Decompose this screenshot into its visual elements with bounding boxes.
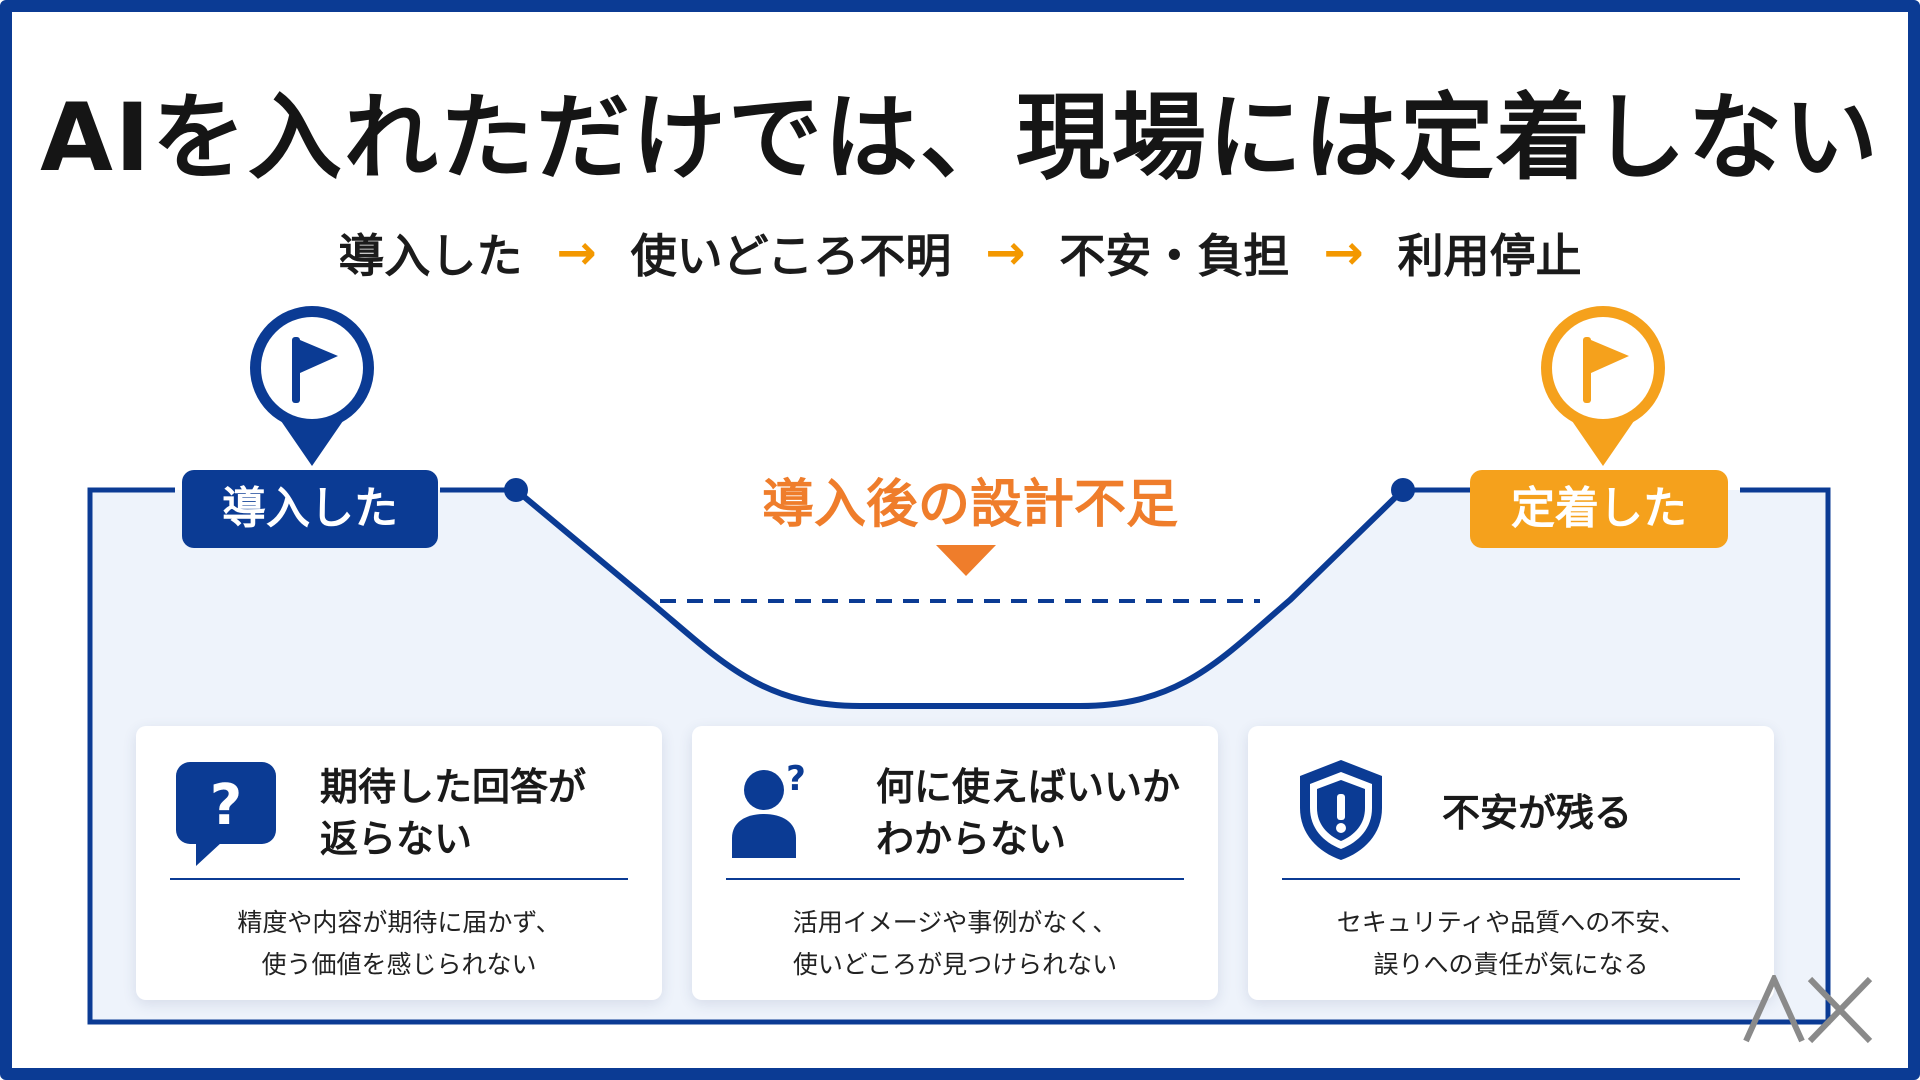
card-divider [170,878,628,880]
flow-arrow-icon: → [556,225,597,281]
ax-logo [1743,975,1873,1044]
start-pin-icon [250,306,374,466]
flow-step-anxiety-burden: 不安・負担 [1059,229,1290,283]
end-pin-icon [1541,306,1665,466]
card-description: 活用イメージや事例がなく、 使いどころが見つけられない [792,908,1118,979]
process-flow: 導入した → 使いどころ不明 → 不安・負担 → 利用停止 [0,220,1920,286]
shield-alert-icon [1300,760,1382,860]
valley-outline [87,487,1831,1025]
end-label: 定着した [1470,470,1728,548]
flow-arrow-icon: → [1323,225,1364,281]
card-heading: 不安が残る [1442,791,1633,835]
valley-start-dot [504,478,528,502]
issue-card-unclear-use: ? 何に使えばいいか わからない 活用イメージや事例がなく、 使いどころが見つけ… [692,726,1218,1000]
issue-card-lingering-anxiety: 不安が残る セキュリティや品質への不安、 誤りへの責任が気になる [1248,726,1774,1000]
svg-text:?: ? [786,760,806,799]
card-divider [1282,878,1740,880]
card-description: 精度や内容が期待に届かず、 使う価値を感じられない [237,908,561,979]
flow-step-stopped: 利用停止 [1397,229,1582,283]
valley-curve [514,487,1406,709]
issue-card-unexpected-answers: ? 期待した回答が 返らない 精度や内容が期待に届かず、 使う価値を感じられない [136,726,662,1000]
flow-arrow-icon: → [985,225,1026,281]
valley-end-dot [1391,478,1415,502]
gap-label: 導入後の設計不足 [761,475,1178,535]
svg-text:?: ? [210,773,242,838]
question-bubble-icon: ? [176,762,276,866]
gap-triangle-icon [936,545,996,576]
flow-step-introduced: 導入した [338,229,523,283]
card-heading: 何に使えばいいか わからない [876,765,1181,861]
start-label: 導入した [182,470,438,548]
page-title: AIを入れただけでは、現場には定着しない [40,84,1880,193]
card-description: セキュリティや品質への不安、 誤りへの責任が気になる [1336,908,1686,979]
card-heading: 期待した回答が 返らない [320,765,587,861]
flow-step-unclear-use: 使いどころ不明 [630,229,952,283]
card-divider [726,878,1184,880]
confused-person-icon: ? [732,760,806,858]
